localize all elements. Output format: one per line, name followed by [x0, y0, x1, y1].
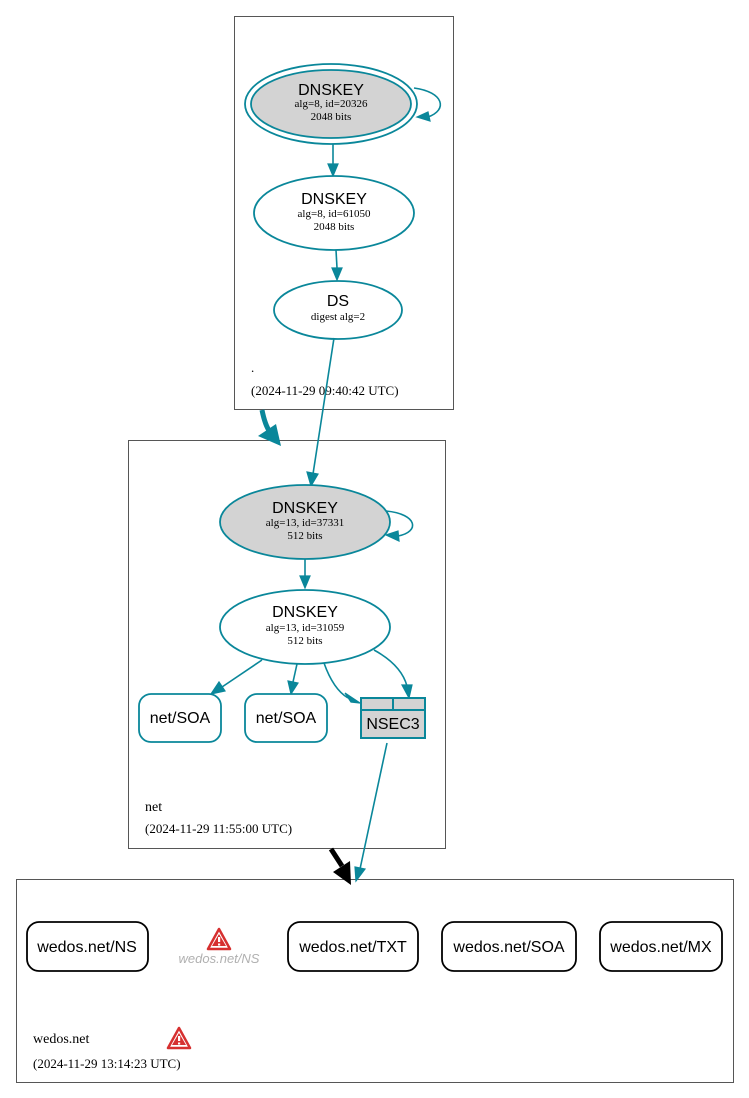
- warning-icon: [206, 927, 232, 951]
- root-zsk-type: DNSKEY: [301, 191, 367, 208]
- net-ksk-type: DNSKEY: [272, 500, 338, 517]
- root-zsk-node[interactable]: DNSKEY alg=8, id=61050 2048 bits: [253, 175, 415, 251]
- net-zone-name: net: [145, 800, 162, 815]
- root-zsk-detail: alg=8, id=61050: [298, 208, 371, 220]
- net-soa-node-1[interactable]: net/SOA: [138, 693, 222, 743]
- wedos-txt-node[interactable]: wedos.net/TXT: [287, 921, 419, 972]
- net-ksk-node[interactable]: DNSKEY alg=13, id=37331 512 bits: [219, 484, 391, 560]
- wedos-ns-warning[interactable]: wedos.net/NS: [179, 927, 260, 966]
- zone-wedos-net: [16, 879, 734, 1083]
- root-ksk-type: DNSKEY: [298, 82, 364, 99]
- wedos-ns-missing-label: wedos.net/NS: [179, 951, 260, 966]
- net-zsk-bits: 512 bits: [287, 635, 322, 647]
- wedos-zone-timestamp: (2024-11-29 13:14:23 UTC): [33, 1056, 181, 1071]
- root-ksk-self-edge: [413, 87, 442, 118]
- net-ksk-detail: alg=13, id=37331: [266, 517, 344, 529]
- edge-root-zsk-ds: [335, 249, 338, 269]
- net-soa-label-2: net/SOA: [256, 710, 317, 727]
- net-zsk-type: DNSKEY: [272, 604, 338, 621]
- wedos-soa-label: wedos.net/SOA: [452, 939, 565, 956]
- edge-net-zsk-soa1: [221, 659, 263, 688]
- edge-root-ds-net-ksk: [312, 337, 335, 475]
- wedos-zone-name: wedos.net: [33, 1032, 89, 1047]
- root-zone-timestamp: (2024-11-29 09:40:42 UTC): [251, 383, 399, 398]
- root-ksk-self-arrow: [415, 111, 431, 122]
- warning-icon[interactable]: [166, 1026, 192, 1050]
- net-zone-timestamp: (2024-11-29 11:55:00 UTC): [145, 821, 292, 836]
- edge-net-zsk-nsec3-a: [323, 662, 349, 699]
- net-ksk-self-edge: [385, 510, 414, 537]
- root-zsk-bits: 2048 bits: [314, 221, 355, 233]
- root-ksk-detail: alg=8, id=20326: [295, 98, 368, 110]
- net-ksk-bits: 512 bits: [287, 530, 322, 542]
- delegation-root-net: [259, 409, 273, 434]
- wedos-mx-label: wedos.net/MX: [609, 939, 712, 956]
- net-nsec3-node[interactable]: NSEC3: [360, 697, 426, 739]
- wedos-ns-label: wedos.net/NS: [36, 939, 137, 956]
- net-nsec3-label: NSEC3: [366, 716, 419, 733]
- net-zsk-detail: alg=13, id=31059: [266, 622, 345, 634]
- net-zsk-node[interactable]: DNSKEY alg=13, id=31059 512 bits: [219, 589, 391, 665]
- root-ksk-bits: 2048 bits: [311, 111, 352, 123]
- net-soa-node-2[interactable]: net/SOA: [244, 693, 328, 743]
- wedos-mx-node[interactable]: wedos.net/MX: [599, 921, 723, 972]
- net-soa-label-1: net/SOA: [150, 710, 211, 727]
- root-ds-type: DS: [327, 293, 349, 310]
- root-ds-detail: digest alg=2: [311, 311, 365, 323]
- edge-net-zsk-soa2: [292, 663, 298, 683]
- root-ksk-node[interactable]: DNSKEY alg=8, id=20326 2048 bits: [244, 63, 418, 145]
- wedos-txt-label: wedos.net/TXT: [298, 939, 407, 956]
- edge-net-zsk-nsec3-b: [373, 649, 408, 687]
- delegation-net-wedos: [328, 847, 345, 868]
- edge-nsec3-wedos: [359, 742, 388, 870]
- wedos-ns-node[interactable]: wedos.net/NS: [26, 921, 149, 972]
- root-ds-node[interactable]: DS digest alg=2: [273, 280, 403, 340]
- root-zone-name: .: [251, 360, 254, 375]
- wedos-soa-node[interactable]: wedos.net/SOA: [441, 921, 577, 972]
